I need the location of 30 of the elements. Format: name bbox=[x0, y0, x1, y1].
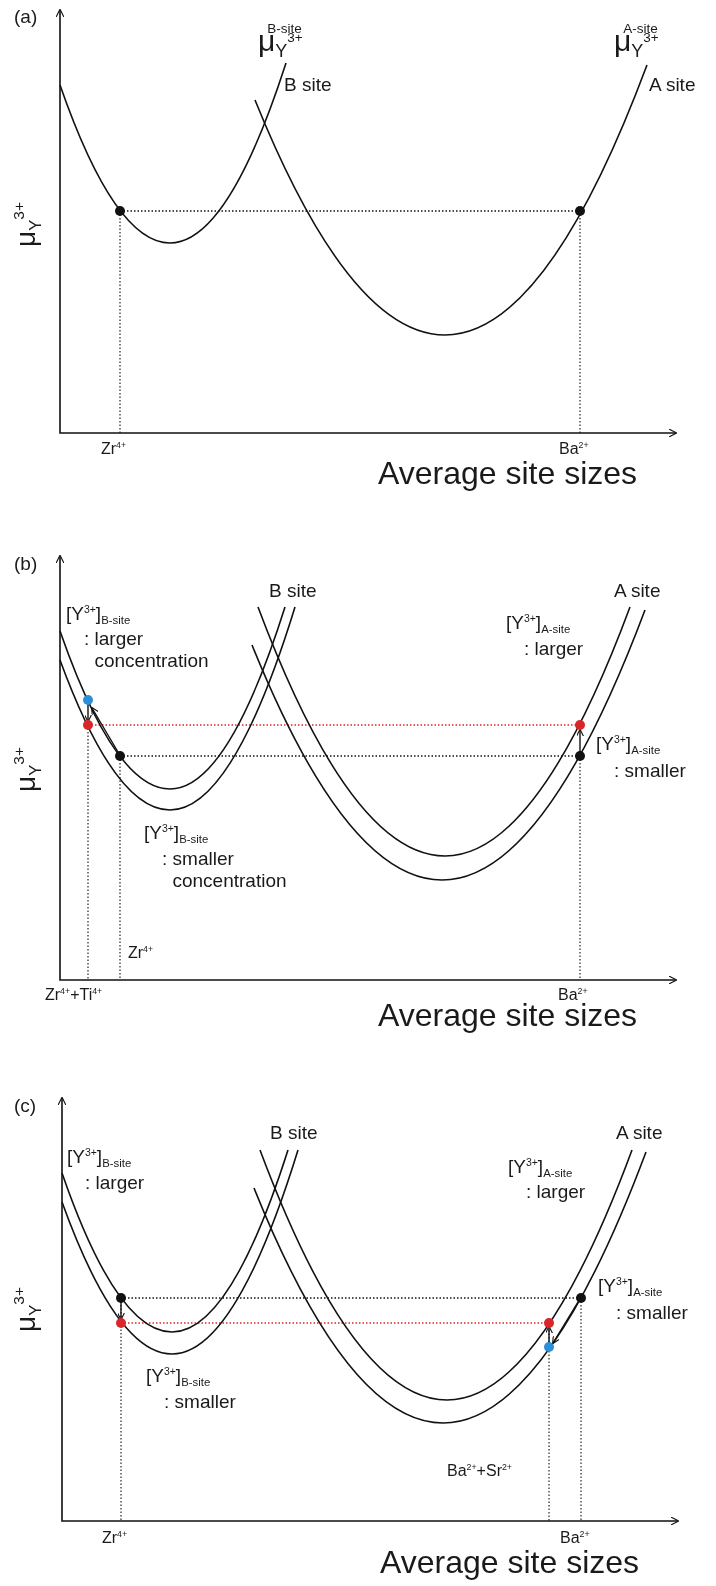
curve-label: B site bbox=[269, 580, 317, 602]
annotation: : larger bbox=[524, 638, 584, 660]
tick-label: Zr$^{4+}$ bbox=[102, 1529, 128, 1548]
annotation: [Y$^{3+}$]$_{B-site}$ bbox=[67, 1146, 132, 1168]
annotation: [Y$^{3+}$]$_{B-site}$ bbox=[144, 822, 209, 844]
annotation: : smaller bbox=[164, 1391, 236, 1413]
tick-label: Zr$^{4+}$ bbox=[128, 944, 154, 963]
annotation: [Y$^{3+}$]$_{A-site}$ bbox=[596, 733, 661, 755]
annotation: [Y$^{3+}$]$_{A-site}$ bbox=[508, 1156, 573, 1178]
curve-label: A site bbox=[649, 74, 696, 96]
panel-label: (c) bbox=[14, 1095, 37, 1117]
tick-label: Zr$^{4+}$+Ti$^{4+}$ bbox=[45, 986, 103, 1005]
panel-label: (b) bbox=[14, 553, 38, 575]
annotation: : smaller bbox=[616, 1302, 688, 1324]
annotation: [Y$^{3+}$]$_{A-site}$ bbox=[598, 1275, 663, 1297]
annotation: : larger concentration bbox=[84, 628, 210, 672]
curve-label: B site bbox=[270, 1122, 318, 1144]
annotation: [Y$^{3+}$]$_{A-site}$ bbox=[506, 612, 571, 634]
panel-label: (a) bbox=[14, 6, 38, 28]
annotation: [Y$^{3+}$]$_{B-site}$ bbox=[146, 1365, 211, 1387]
annotation: : larger bbox=[526, 1181, 586, 1203]
annotation: : larger bbox=[85, 1172, 145, 1194]
curve-label: A site bbox=[614, 580, 661, 602]
curve-label: B site bbox=[284, 74, 332, 96]
annotation: [Y$^{3+}$]$_{B-site}$ bbox=[66, 603, 131, 625]
tick-label: Zr$^{4+}$ bbox=[101, 440, 127, 459]
tick-label: Ba$^{2+}$+Sr$^{2+}$ bbox=[447, 1462, 512, 1481]
curve-label: A site bbox=[616, 1122, 663, 1144]
annotation: : smaller concentration bbox=[162, 848, 288, 892]
annotation: : smaller bbox=[614, 760, 686, 782]
